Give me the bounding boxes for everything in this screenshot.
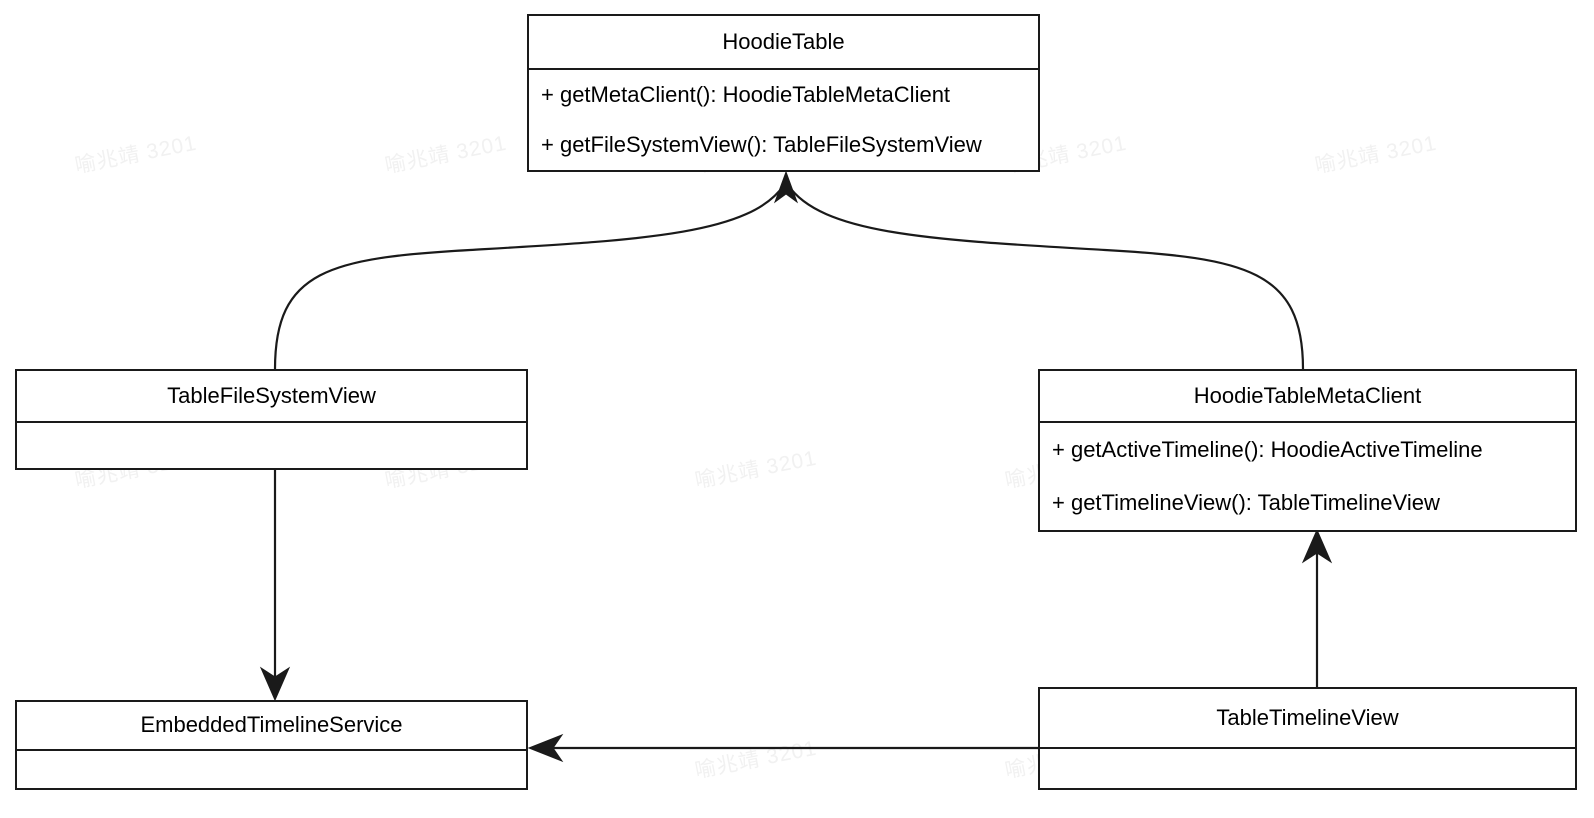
class-member-table-timeline-view-0 bbox=[1040, 749, 1575, 788]
class-members-hoodie-table: + getMetaClient(): HoodieTableMetaClient… bbox=[529, 70, 1038, 170]
class-box-hoodie-table[interactable]: HoodieTable+ getMetaClient(): HoodieTabl… bbox=[527, 14, 1040, 172]
class-box-table-file-system-view[interactable]: TableFileSystemView bbox=[15, 369, 528, 470]
arrowhead-into-hoodietablemetaclient-bottom bbox=[1301, 528, 1333, 564]
class-name-hoodie-table-meta-client: HoodieTableMetaClient bbox=[1040, 371, 1575, 423]
class-box-embedded-timeline-service[interactable]: EmbeddedTimelineService bbox=[15, 700, 528, 790]
class-member-embedded-timeline-service-0 bbox=[17, 751, 526, 788]
edge-tablefilesystemview-to-hoodietable bbox=[273, 184, 785, 370]
class-name-embedded-timeline-service: EmbeddedTimelineService bbox=[17, 702, 526, 751]
arrowhead-into-hoodietable bbox=[773, 170, 799, 204]
edge-hoodietablemetaclient-to-hoodietable bbox=[787, 184, 1305, 370]
class-member-hoodie-table-meta-client-1: + getTimelineView(): TableTimelineView bbox=[1052, 490, 1440, 516]
class-member-hoodie-table-0: + getMetaClient(): HoodieTableMetaClient bbox=[541, 81, 951, 107]
class-name-table-timeline-view: TableTimelineView bbox=[1040, 689, 1575, 749]
class-box-hoodie-table-meta-client[interactable]: HoodieTableMetaClient + getActiveTimeline… bbox=[1038, 369, 1577, 532]
class-box-table-timeline-view[interactable]: TableTimelineView bbox=[1038, 687, 1577, 790]
class-members-hoodie-table-meta-client: + getActiveTimeline(): HoodieActiveTimel… bbox=[1040, 423, 1575, 530]
class-member-hoodie-table-1: + getFileSystemView(): TableFileSystemVi… bbox=[541, 131, 982, 157]
arrowhead-into-embeddedtimelineservice-right bbox=[527, 733, 564, 763]
class-members-embedded-timeline-service bbox=[17, 751, 526, 788]
class-name-table-file-system-view: TableFileSystemView bbox=[17, 371, 526, 423]
class-members-table-timeline-view bbox=[1040, 749, 1575, 788]
class-member-hoodie-table-meta-client-0: + getActiveTimeline(): HoodieActiveTimel… bbox=[1052, 436, 1483, 462]
class-members-table-file-system-view bbox=[17, 423, 526, 468]
class-member-table-file-system-view-0 bbox=[17, 423, 526, 468]
class-name-hoodie-table: HoodieTable bbox=[529, 16, 1038, 70]
arrowhead-into-embeddedtimelineservice-top bbox=[259, 666, 291, 702]
